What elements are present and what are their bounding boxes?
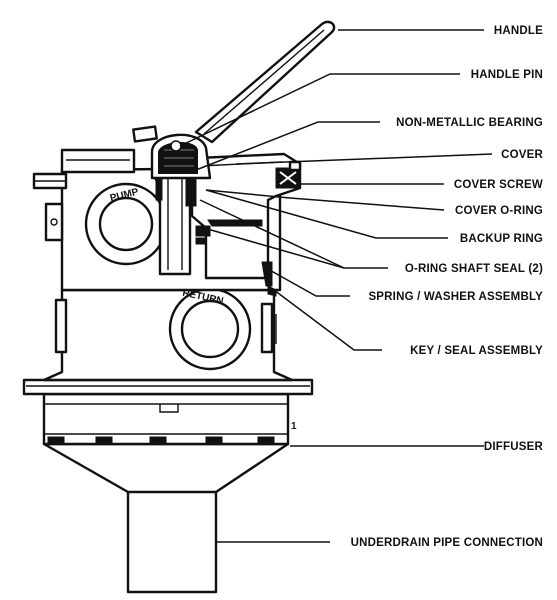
label-cover-o-ring: COVER O-RING [455, 205, 543, 217]
label-cover-screw: COVER SCREW [454, 179, 543, 191]
return-port [168, 287, 252, 371]
label-handle: HANDLE [494, 25, 543, 37]
label-handle-pin: HANDLE PIN [471, 69, 543, 81]
label-underdrain-pipe-connection: UNDERDRAIN PIPE CONNECTION [351, 537, 543, 549]
side-number: 1 [291, 421, 297, 432]
leader-cover-o-ring [289, 197, 445, 211]
pump-port [84, 182, 168, 266]
leader-key-seal [273, 289, 382, 351]
valve-body-lower [42, 288, 294, 382]
label-o-ring-shaft-seal: O-RING SHAFT SEAL (2) [405, 263, 543, 275]
label-key-seal-assembly: KEY / SEAL ASSEMBLY [410, 345, 543, 357]
label-cover: COVER [501, 149, 543, 161]
callout-labels: HANDLE HANDLE PIN NON-METALLIC BEARING C… [351, 25, 544, 549]
leader-backup-ring [205, 189, 448, 239]
diffuser [42, 392, 290, 494]
leader-non-metallic-bearing [195, 121, 380, 171]
label-non-metallic-bearing: NON-METALLIC BEARING [396, 117, 543, 129]
label-backup-ring: BACKUP RING [460, 233, 543, 245]
leader-cover [235, 153, 493, 165]
flange [22, 378, 314, 396]
leader-spring-washer [265, 267, 350, 297]
label-diffuser: DIFFUSER [484, 441, 544, 453]
leader-handle-pin [179, 73, 460, 147]
underdrain-pipe [126, 486, 218, 594]
handle [194, 20, 336, 144]
handle-hub [132, 125, 212, 180]
leader-lines [179, 29, 493, 543]
label-spring-washer-assembly: SPRING / WASHER ASSEMBLY [368, 291, 543, 303]
